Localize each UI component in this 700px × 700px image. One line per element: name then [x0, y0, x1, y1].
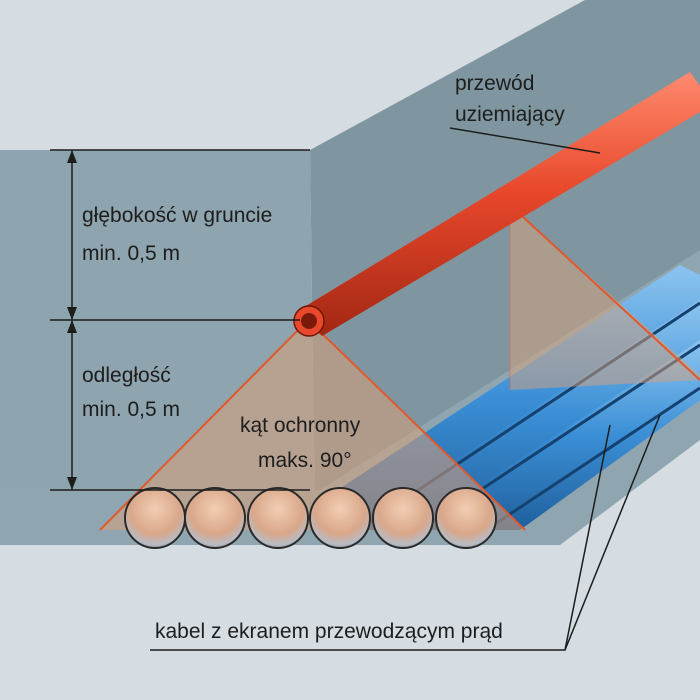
cable-leader-2: [564, 424, 611, 651]
protection-zone-back: [510, 205, 700, 390]
arrow-up: [67, 320, 77, 333]
earth-wire: [293, 72, 700, 337]
arrow-up: [67, 150, 77, 163]
ground-foreground: [0, 440, 700, 700]
distance-label-2: min. 0,5 m: [82, 398, 180, 421]
cable-section-5: [372, 487, 434, 549]
protection-zone-front: [100, 320, 525, 530]
arrow-down: [67, 307, 77, 320]
cable-section-3: [247, 487, 309, 549]
depth-label-2: min. 0,5 m: [82, 242, 180, 265]
angle-label-2: maks. 90°: [258, 449, 352, 472]
depth-label-1: głębokość w gruncie: [82, 204, 272, 227]
cable-section-2: [184, 487, 246, 549]
earth-wire-leader: [449, 127, 601, 154]
earth-wire-label-1: przewód: [455, 72, 534, 95]
cable-separator: [485, 386, 700, 532]
protection-line-right: [307, 319, 526, 531]
distance-label-1: odległość: [82, 364, 171, 387]
dimension-arrows: [67, 150, 77, 490]
cable-section-1: [124, 487, 186, 549]
protection-line-back: [509, 204, 700, 381]
earth-wire-core: [301, 313, 317, 329]
cable-section-4: [309, 487, 371, 549]
earth-wire-label-2: uziemiający: [455, 103, 565, 126]
cable-section-6: [435, 487, 497, 549]
arrow-down: [67, 477, 77, 490]
earth-wire-body: [296, 72, 700, 336]
cable-label: kabel z ekranem przewodzącym prąd: [155, 620, 503, 643]
angle-label-1: kąt ochronny: [240, 414, 361, 437]
cable-cross-sections: [124, 487, 497, 549]
cable-3: [458, 340, 700, 530]
